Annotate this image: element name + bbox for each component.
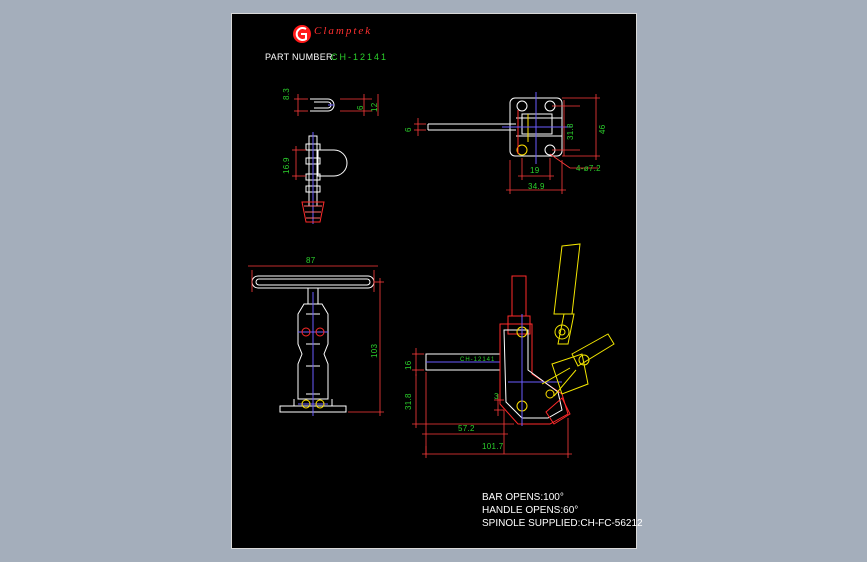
handle-assembly [541, 243, 615, 425]
spec-notes: BAR OPENS:100° HANDLE OPENS:60° SPINOLE … [482, 491, 643, 530]
spindle-side-view [301, 132, 348, 224]
bar-part-mark: CH-12141 [460, 357, 496, 363]
plan-view [427, 92, 572, 164]
dim-46: 46 [598, 124, 607, 135]
dim-101-7: 101.7 [482, 442, 504, 451]
part-number-value: CH-12141 [331, 52, 389, 62]
dim-8-3: 8.3 [282, 87, 291, 100]
front-dimension-lines [248, 265, 384, 416]
dim-3: 3 [494, 392, 499, 401]
dim-16: 16 [404, 360, 413, 371]
drawing-sheet: Clamptek PART NUMBER: CH-12141 8.3 6 12 … [231, 13, 643, 549]
dim-6-side: 6 [404, 127, 413, 132]
spindle-dimension-lines [292, 146, 306, 180]
dim-57-2: 57.2 [458, 424, 475, 433]
dim-31-8-top: 31.8 [566, 123, 575, 140]
dim-31-8-side: 31.8 [404, 393, 413, 410]
dim-103: 103 [370, 343, 379, 358]
note-bar-opens: BAR OPENS:100° [482, 492, 564, 503]
technical-drawing [248, 25, 615, 458]
dim-87: 87 [306, 256, 316, 265]
front-view [251, 275, 375, 416]
dim-34-9: 34.9 [528, 182, 545, 191]
note-spindle: SPINOLE SUPPLIED:CH-FC-56212 [482, 518, 643, 529]
dim-12: 12 [370, 102, 379, 113]
brand-name: Clamptek [314, 25, 373, 37]
dim-16-9: 16.9 [282, 157, 291, 174]
dim-holes: 4-ø7.2 [576, 164, 601, 173]
top-left-dimension-lines [294, 94, 379, 116]
dim-6-top: 6 [356, 105, 365, 110]
part-number-label: PART NUMBER: [265, 52, 336, 62]
dim-19: 19 [530, 166, 540, 175]
clamptek-logo-icon [293, 25, 311, 43]
side-dimension-lines [412, 348, 572, 458]
side-elevation-view [425, 275, 569, 426]
clip-head-view [310, 98, 335, 112]
plan-dimension-lines [414, 94, 600, 194]
note-handle-opens: HANDLE OPENS:60° [482, 505, 579, 516]
